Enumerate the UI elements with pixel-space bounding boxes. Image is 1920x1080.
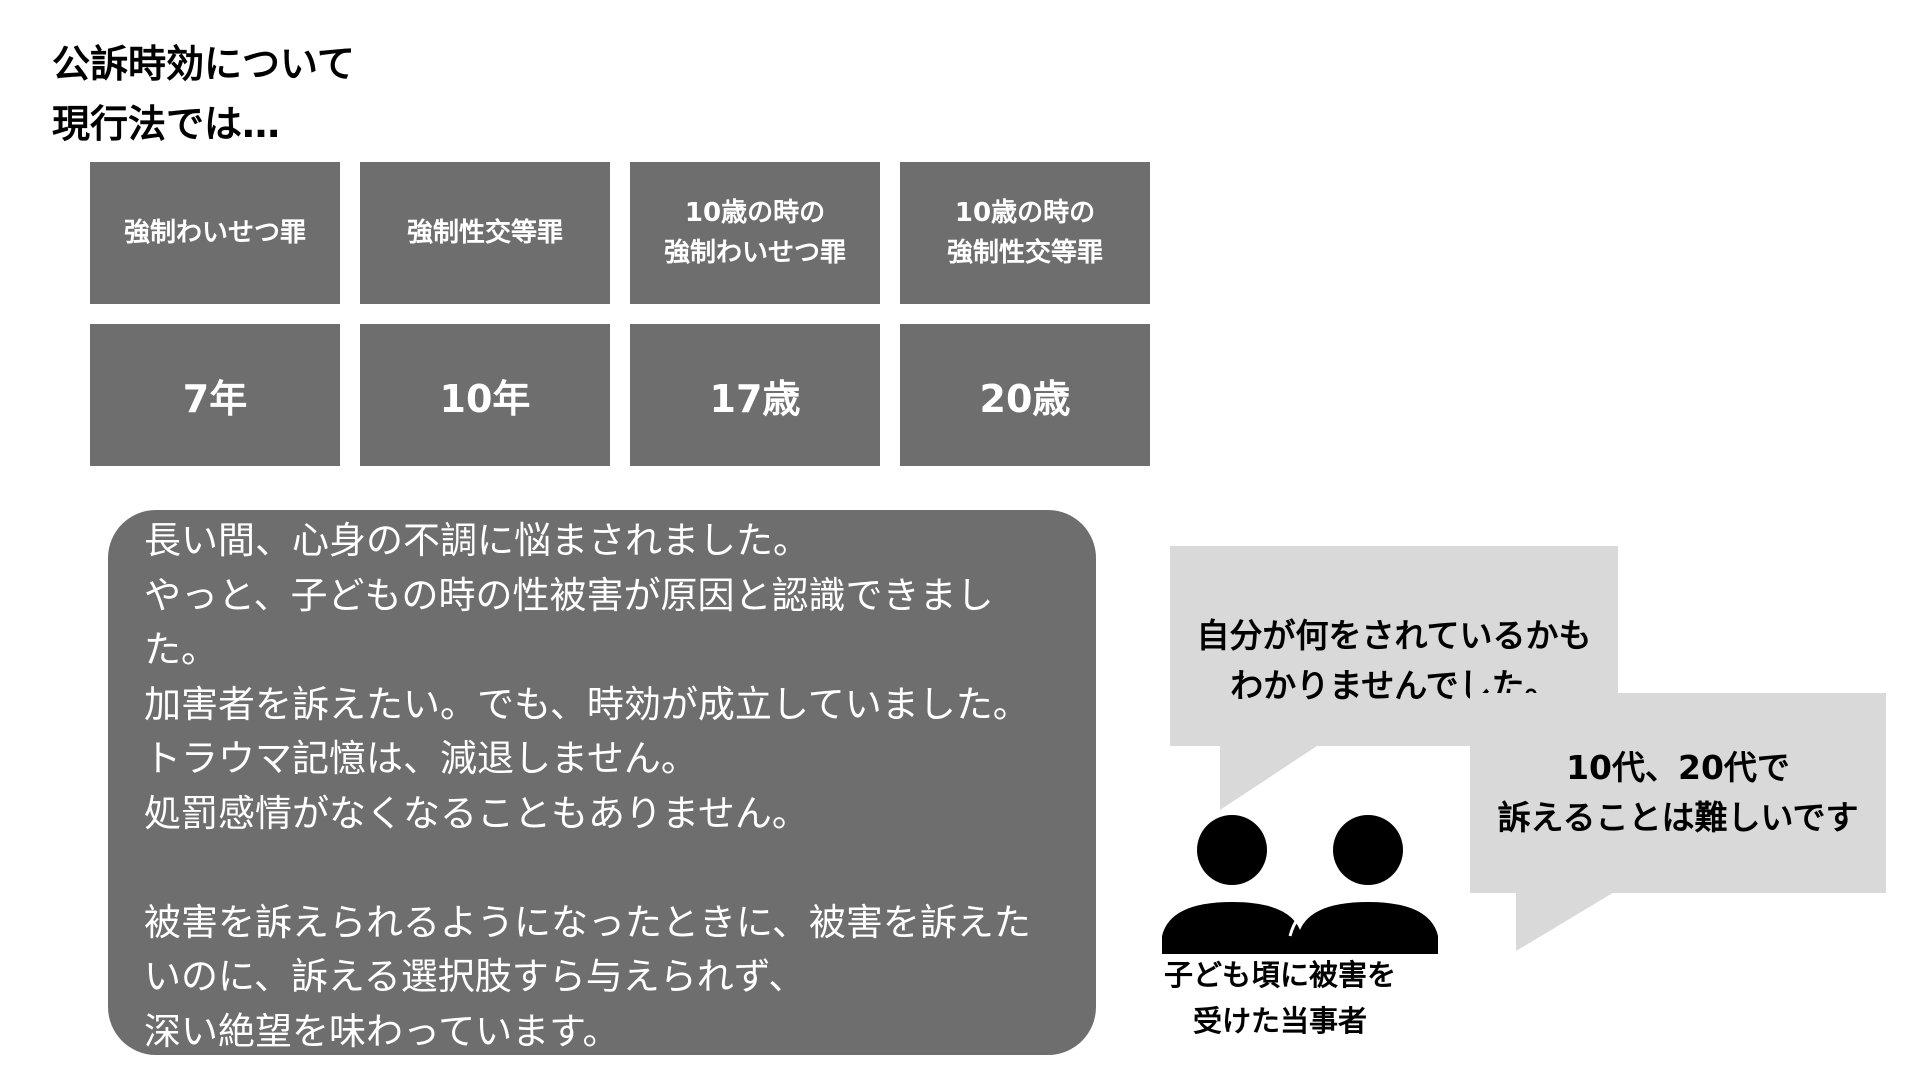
bubble-line: 10代、20代で (1566, 748, 1790, 787)
testimony-line: 処罰感情がなくなることもありません。 (144, 791, 809, 835)
person-body-icon (1162, 902, 1302, 954)
two-people-icon (1162, 815, 1438, 954)
testimony-line: 被害を訴えられるようになったときに、被害を訴えた (144, 900, 1031, 944)
testimony-line (144, 841, 1082, 896)
table-value-cell: 7年 (90, 324, 340, 466)
value-text: 10年 (439, 376, 531, 421)
table-header-cell: 10歳の時の 強制性交等罪 (900, 162, 1150, 304)
testimony-line: トラウマ記憶は、減退しません。 (144, 737, 698, 780)
testimony-line: やっと、子どもの時の性被害が原因と認識できまし (144, 573, 994, 617)
page-title: 公訴時効について 現行法では… (52, 34, 355, 154)
testimony-line: 深い絶望を味わっています。 (144, 1009, 620, 1053)
value-text: 7年 (182, 376, 248, 421)
person-head-icon (1197, 815, 1267, 885)
header-text: 10歳の時の (954, 198, 1096, 228)
header-text: 強制性交等罪 (406, 218, 563, 248)
speech-bubble-1: 自分が何をされているかも わかりませんでした。 (1170, 546, 1618, 746)
table-header-cell: 10歳の時の 強制わいせつ罪 (630, 162, 880, 304)
header-text: 強制わいせつ罪 (123, 218, 306, 248)
testimony-line: いのに、訴える選択肢すら与えられず、 (144, 955, 806, 998)
person-body-icon (1298, 902, 1438, 954)
testimony-line: 長い間、心身の不調に悩まされました。 (144, 519, 810, 562)
testimony-line: 加害者を訴えたい。でも、時効が成立していました。 (144, 682, 1030, 726)
table-value-cell: 10年 (360, 324, 610, 466)
value-text: 17歳 (709, 376, 801, 421)
title-line-2: 現行法では… (52, 102, 281, 146)
table-value-cell: 17歳 (630, 324, 880, 466)
value-text: 20歳 (979, 376, 1071, 421)
testimony-box: 長い間、心身の不調に悩まされました。 やっと、子どもの時の性被害が原因と認識でき… (108, 510, 1096, 1055)
bubble-line: 訴えることは難しいです (1497, 798, 1859, 837)
speech-bubble-1-tail (1220, 744, 1320, 810)
testimony-line: た。 (144, 628, 218, 671)
table-header-cell: 強制わいせつ罪 (90, 162, 340, 304)
speech-bubble-2: 10代、20代で 訴えることは難しいです (1470, 693, 1886, 893)
bubble-line: 自分が何をされているかも (1196, 616, 1592, 655)
figure-caption: 子ども頃に被害を 受けた当事者 (1130, 952, 1430, 1044)
table-value-cell: 20歳 (900, 324, 1150, 466)
header-text: 10歳の時の (684, 198, 826, 228)
caption-line: 子ども頃に被害を (1163, 958, 1396, 992)
table-header-cell: 強制性交等罪 (360, 162, 610, 304)
header-text: 強制わいせつ罪 (663, 238, 846, 268)
person-head-icon (1333, 815, 1403, 885)
title-line-1: 公訴時効について (52, 42, 355, 86)
header-text: 強制性交等罪 (946, 238, 1103, 268)
caption-line: 受けた当事者 (1192, 1004, 1367, 1038)
speech-bubble-2-tail (1516, 891, 1616, 951)
